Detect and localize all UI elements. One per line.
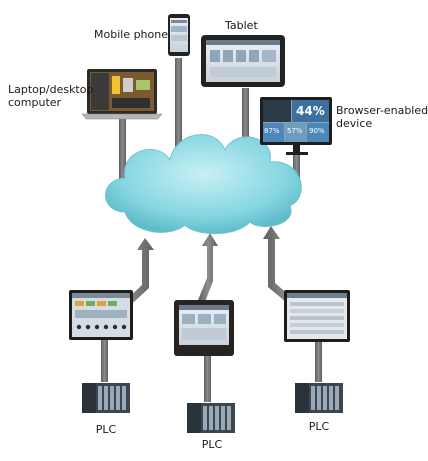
hmi-panel-left — [69, 290, 133, 340]
plc-rack-right — [295, 383, 343, 413]
browser-device-value-3: 90% — [309, 127, 325, 135]
device-connectors — [119, 58, 300, 185]
cloud — [105, 134, 302, 235]
arrow-right — [263, 226, 310, 318]
hmi-panel-center — [174, 300, 234, 356]
plc-rack-center — [187, 403, 235, 433]
browser-device-main-value: 44% — [296, 104, 325, 118]
mobile-phone — [168, 14, 190, 56]
label-laptop-line1: Laptop/desktop — [8, 83, 94, 96]
laptop — [81, 69, 163, 120]
plc-rack-left — [82, 383, 130, 413]
label-mobile-phone: Mobile phone — [94, 28, 169, 41]
label-plc-center: PLC — [201, 438, 223, 451]
connector-laptop — [119, 118, 126, 182]
label-laptop-line2: computer — [8, 96, 62, 109]
label-browser-device-line2: device — [336, 117, 373, 130]
tablet — [201, 35, 285, 87]
label-browser-device-line1: Browser-enabled — [336, 104, 428, 117]
label-plc-right: PLC — [308, 420, 330, 433]
browser-device-value-2: 57% — [287, 127, 303, 135]
connector-phone — [175, 58, 182, 148]
label-plc-left: PLC — [95, 423, 117, 436]
hmi-panel-right — [284, 290, 350, 342]
label-tablet: Tablet — [225, 19, 258, 32]
browser-device-value-1: 87% — [264, 127, 280, 135]
plc-connectors — [101, 340, 322, 402]
arrow-center — [198, 233, 218, 302]
connector-browser-device — [293, 155, 300, 185]
browser-enabled-device — [260, 97, 332, 155]
connector-tablet — [242, 88, 249, 150]
